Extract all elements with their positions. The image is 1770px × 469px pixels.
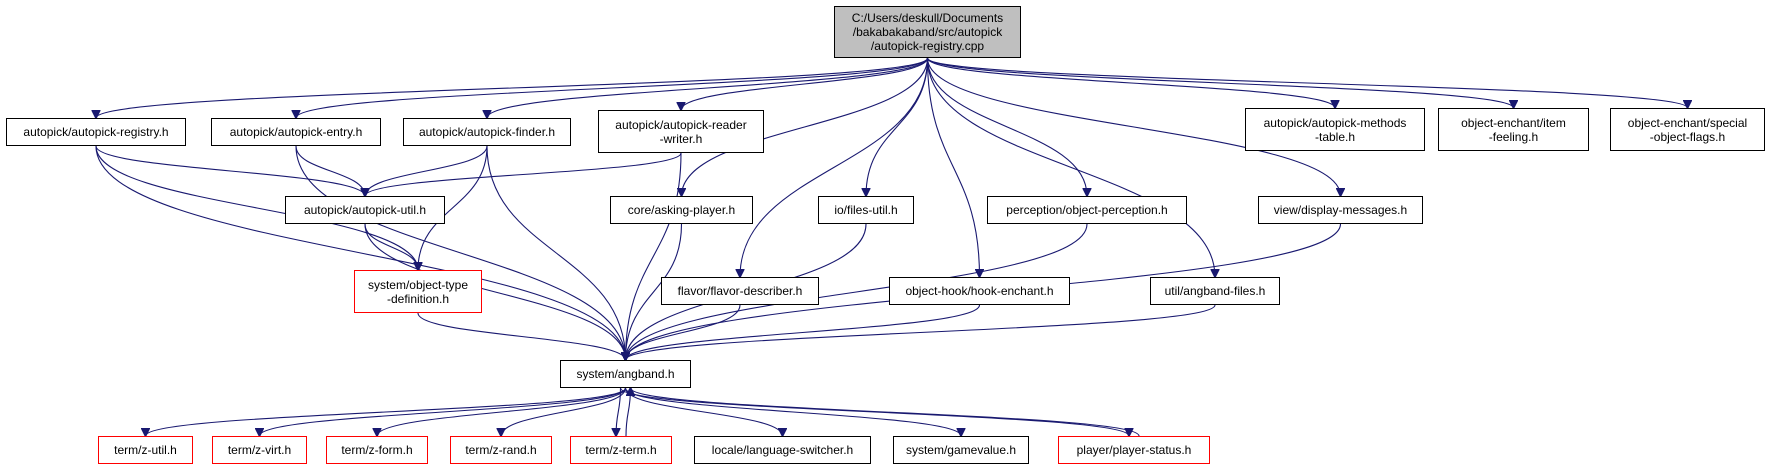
edge-root-to-flavor_h bbox=[740, 57, 929, 277]
edge-util_h-to-angband_h bbox=[364, 223, 626, 360]
edge-perception_h-to-angband_h bbox=[626, 223, 1088, 360]
edge-root-to-entry_h bbox=[296, 57, 929, 118]
node-term-z-term-h[interactable]: term/z-term.h bbox=[570, 436, 672, 464]
edge-root-to-reader_h bbox=[681, 57, 929, 110]
edge-root-to-finder_h bbox=[487, 57, 929, 118]
node-core-asking-player-h[interactable]: core/asking-player.h bbox=[610, 196, 753, 224]
node-autopick-registry-h[interactable]: autopick/autopick-registry.h bbox=[6, 118, 186, 146]
edge-root-to-display_h bbox=[926, 57, 1341, 196]
edge-finder_h-to-util_h bbox=[365, 145, 488, 196]
edge-registry_h-to-angband_h bbox=[95, 145, 626, 360]
node-object-enchant-special-object-flags-h[interactable]: object-enchant/special -object-flags.h bbox=[1610, 108, 1765, 151]
node-autopick-entry-h[interactable]: autopick/autopick-entry.h bbox=[211, 118, 381, 146]
node-perception-object-perception-h[interactable]: perception/object-perception.h bbox=[987, 196, 1187, 224]
edge-finder_h-to-objtype_h bbox=[418, 145, 488, 270]
node-autopick-finder-h[interactable]: autopick/autopick-finder.h bbox=[403, 118, 571, 146]
edge-objtype_h-to-angband_h bbox=[417, 312, 626, 360]
node-object-enchant-item-feeling-h[interactable]: object-enchant/item -feeling.h bbox=[1438, 108, 1589, 151]
edge-reader_h-to-util_h bbox=[365, 152, 682, 196]
edge-angband_h-to-zutil_h bbox=[146, 387, 627, 436]
edge-angband_h-to-zvirt_h bbox=[260, 387, 627, 436]
node-term-z-util-h[interactable]: term/z-util.h bbox=[98, 436, 193, 464]
node-view-display-messages-h[interactable]: view/display-messages.h bbox=[1258, 196, 1423, 224]
edge-angband_h-to-gamevalue_h bbox=[624, 387, 962, 436]
edge-registry_h-to-objtype_h bbox=[95, 145, 418, 270]
edge-pstatus_h-to-angband_h bbox=[631, 388, 1140, 437]
edge-root-to-itemfeel_h bbox=[926, 57, 1514, 108]
edge-root-to-special_h bbox=[926, 57, 1688, 108]
edge-finder_h-to-angband_h bbox=[486, 145, 626, 360]
edge-hook_h-to-angband_h bbox=[626, 304, 981, 360]
edge-root-to-asking_h bbox=[682, 57, 929, 196]
edge-angband_h-to-zform_h bbox=[377, 387, 627, 436]
edge-root-to-methods_h bbox=[926, 57, 1336, 108]
edge-root-to-perception_h bbox=[926, 57, 1088, 196]
node-term-z-form-h[interactable]: term/z-form.h bbox=[326, 436, 428, 464]
node-term-z-rand-h[interactable]: term/z-rand.h bbox=[450, 436, 552, 464]
node-autopick-util-h[interactable]: autopick/autopick-util.h bbox=[285, 196, 445, 224]
edge-util_h-to-objtype_h bbox=[364, 223, 418, 270]
edge-entry_h-to-angband_h bbox=[295, 145, 626, 360]
edge-root-to-angfiles_h bbox=[926, 57, 1216, 277]
edge-registry_h-to-util_h bbox=[95, 145, 365, 196]
node-autopick-methods-table-h[interactable]: autopick/autopick-methods -table.h bbox=[1245, 108, 1425, 151]
node-player-player-status-h[interactable]: player/player-status.h bbox=[1058, 436, 1210, 464]
node-term-z-virt-h[interactable]: term/z-virt.h bbox=[212, 436, 307, 464]
edge-zterm_h-to-angband_h bbox=[625, 388, 631, 437]
edge-root-to-registry_h bbox=[96, 57, 929, 118]
edge-angfiles_h-to-angband_h bbox=[626, 304, 1216, 360]
edge-asking_h-to-angband_h bbox=[626, 223, 683, 360]
edge-reader_h-to-angband_h bbox=[626, 152, 682, 360]
node-system-gamevalue-h[interactable]: system/gamevalue.h bbox=[893, 436, 1029, 464]
root-node-autopick-registry-cpp: C:/Users/deskull/Documents /bakabakaband… bbox=[834, 6, 1021, 58]
node-locale-language-switcher-h[interactable]: locale/language-switcher.h bbox=[694, 436, 871, 464]
node-io-files-util-h[interactable]: io/files-util.h bbox=[818, 196, 914, 224]
node-util-angband-files-h[interactable]: util/angband-files.h bbox=[1150, 277, 1280, 305]
node-system-angband-h[interactable]: system/angband.h bbox=[560, 360, 691, 388]
node-autopick-reader-writer-h[interactable]: autopick/autopick-reader -writer.h bbox=[598, 110, 764, 153]
edge-angband_h-to-zterm_h bbox=[616, 387, 622, 436]
edge-root-to-hook_h bbox=[926, 57, 980, 277]
node-object-hook-hook-enchant-h[interactable]: object-hook/hook-enchant.h bbox=[889, 277, 1070, 305]
node-system-object-type-definition-h[interactable]: system/object-type -definition.h bbox=[354, 270, 482, 313]
node-flavor-flavor-describer-h[interactable]: flavor/flavor-describer.h bbox=[661, 277, 819, 305]
edge-flavor_h-to-angband_h bbox=[626, 304, 741, 360]
